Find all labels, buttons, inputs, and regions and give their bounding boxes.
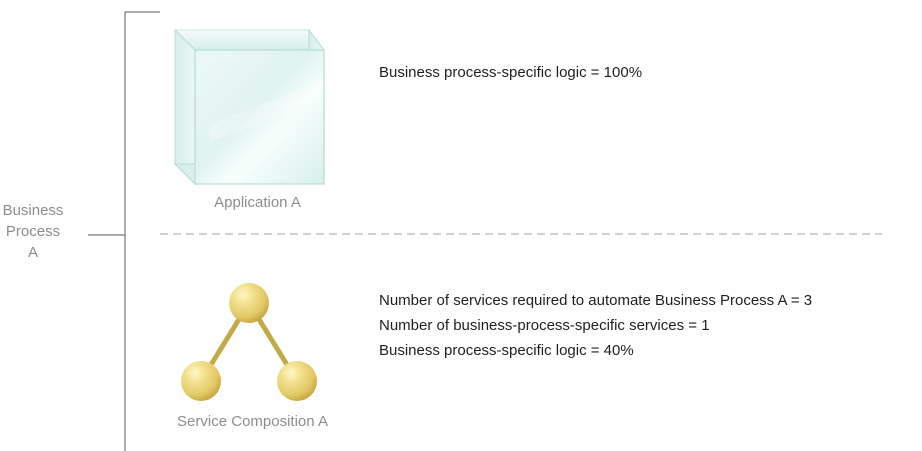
composition-logic-text: Business process-specific logic = 40% xyxy=(379,342,634,359)
process-bracket xyxy=(88,11,160,451)
business-process-label: Business Process A xyxy=(0,200,66,263)
application-cube-icon xyxy=(173,28,325,186)
services-required-text: Number of services required to automate … xyxy=(379,292,813,309)
service-composition-caption: Service Composition A xyxy=(177,413,328,430)
composition-link-left xyxy=(198,300,252,384)
business-process-label-line-1: Business xyxy=(2,202,64,219)
application-caption: Application A xyxy=(214,194,301,211)
business-process-label-line-3: A xyxy=(27,244,38,261)
service-composition-icon xyxy=(181,283,317,401)
service-composition-details: Number of services required to automate … xyxy=(379,292,812,367)
service-node-top xyxy=(229,283,269,323)
service-node-left xyxy=(181,361,221,401)
composition-link-right xyxy=(246,300,300,384)
service-node-right xyxy=(277,361,317,401)
business-process-label-line-2: Process xyxy=(5,223,61,240)
process-specific-services-text: Number of business-process-specific serv… xyxy=(379,317,710,334)
application-logic-text: Business process-specific logic = 100% xyxy=(379,64,643,81)
